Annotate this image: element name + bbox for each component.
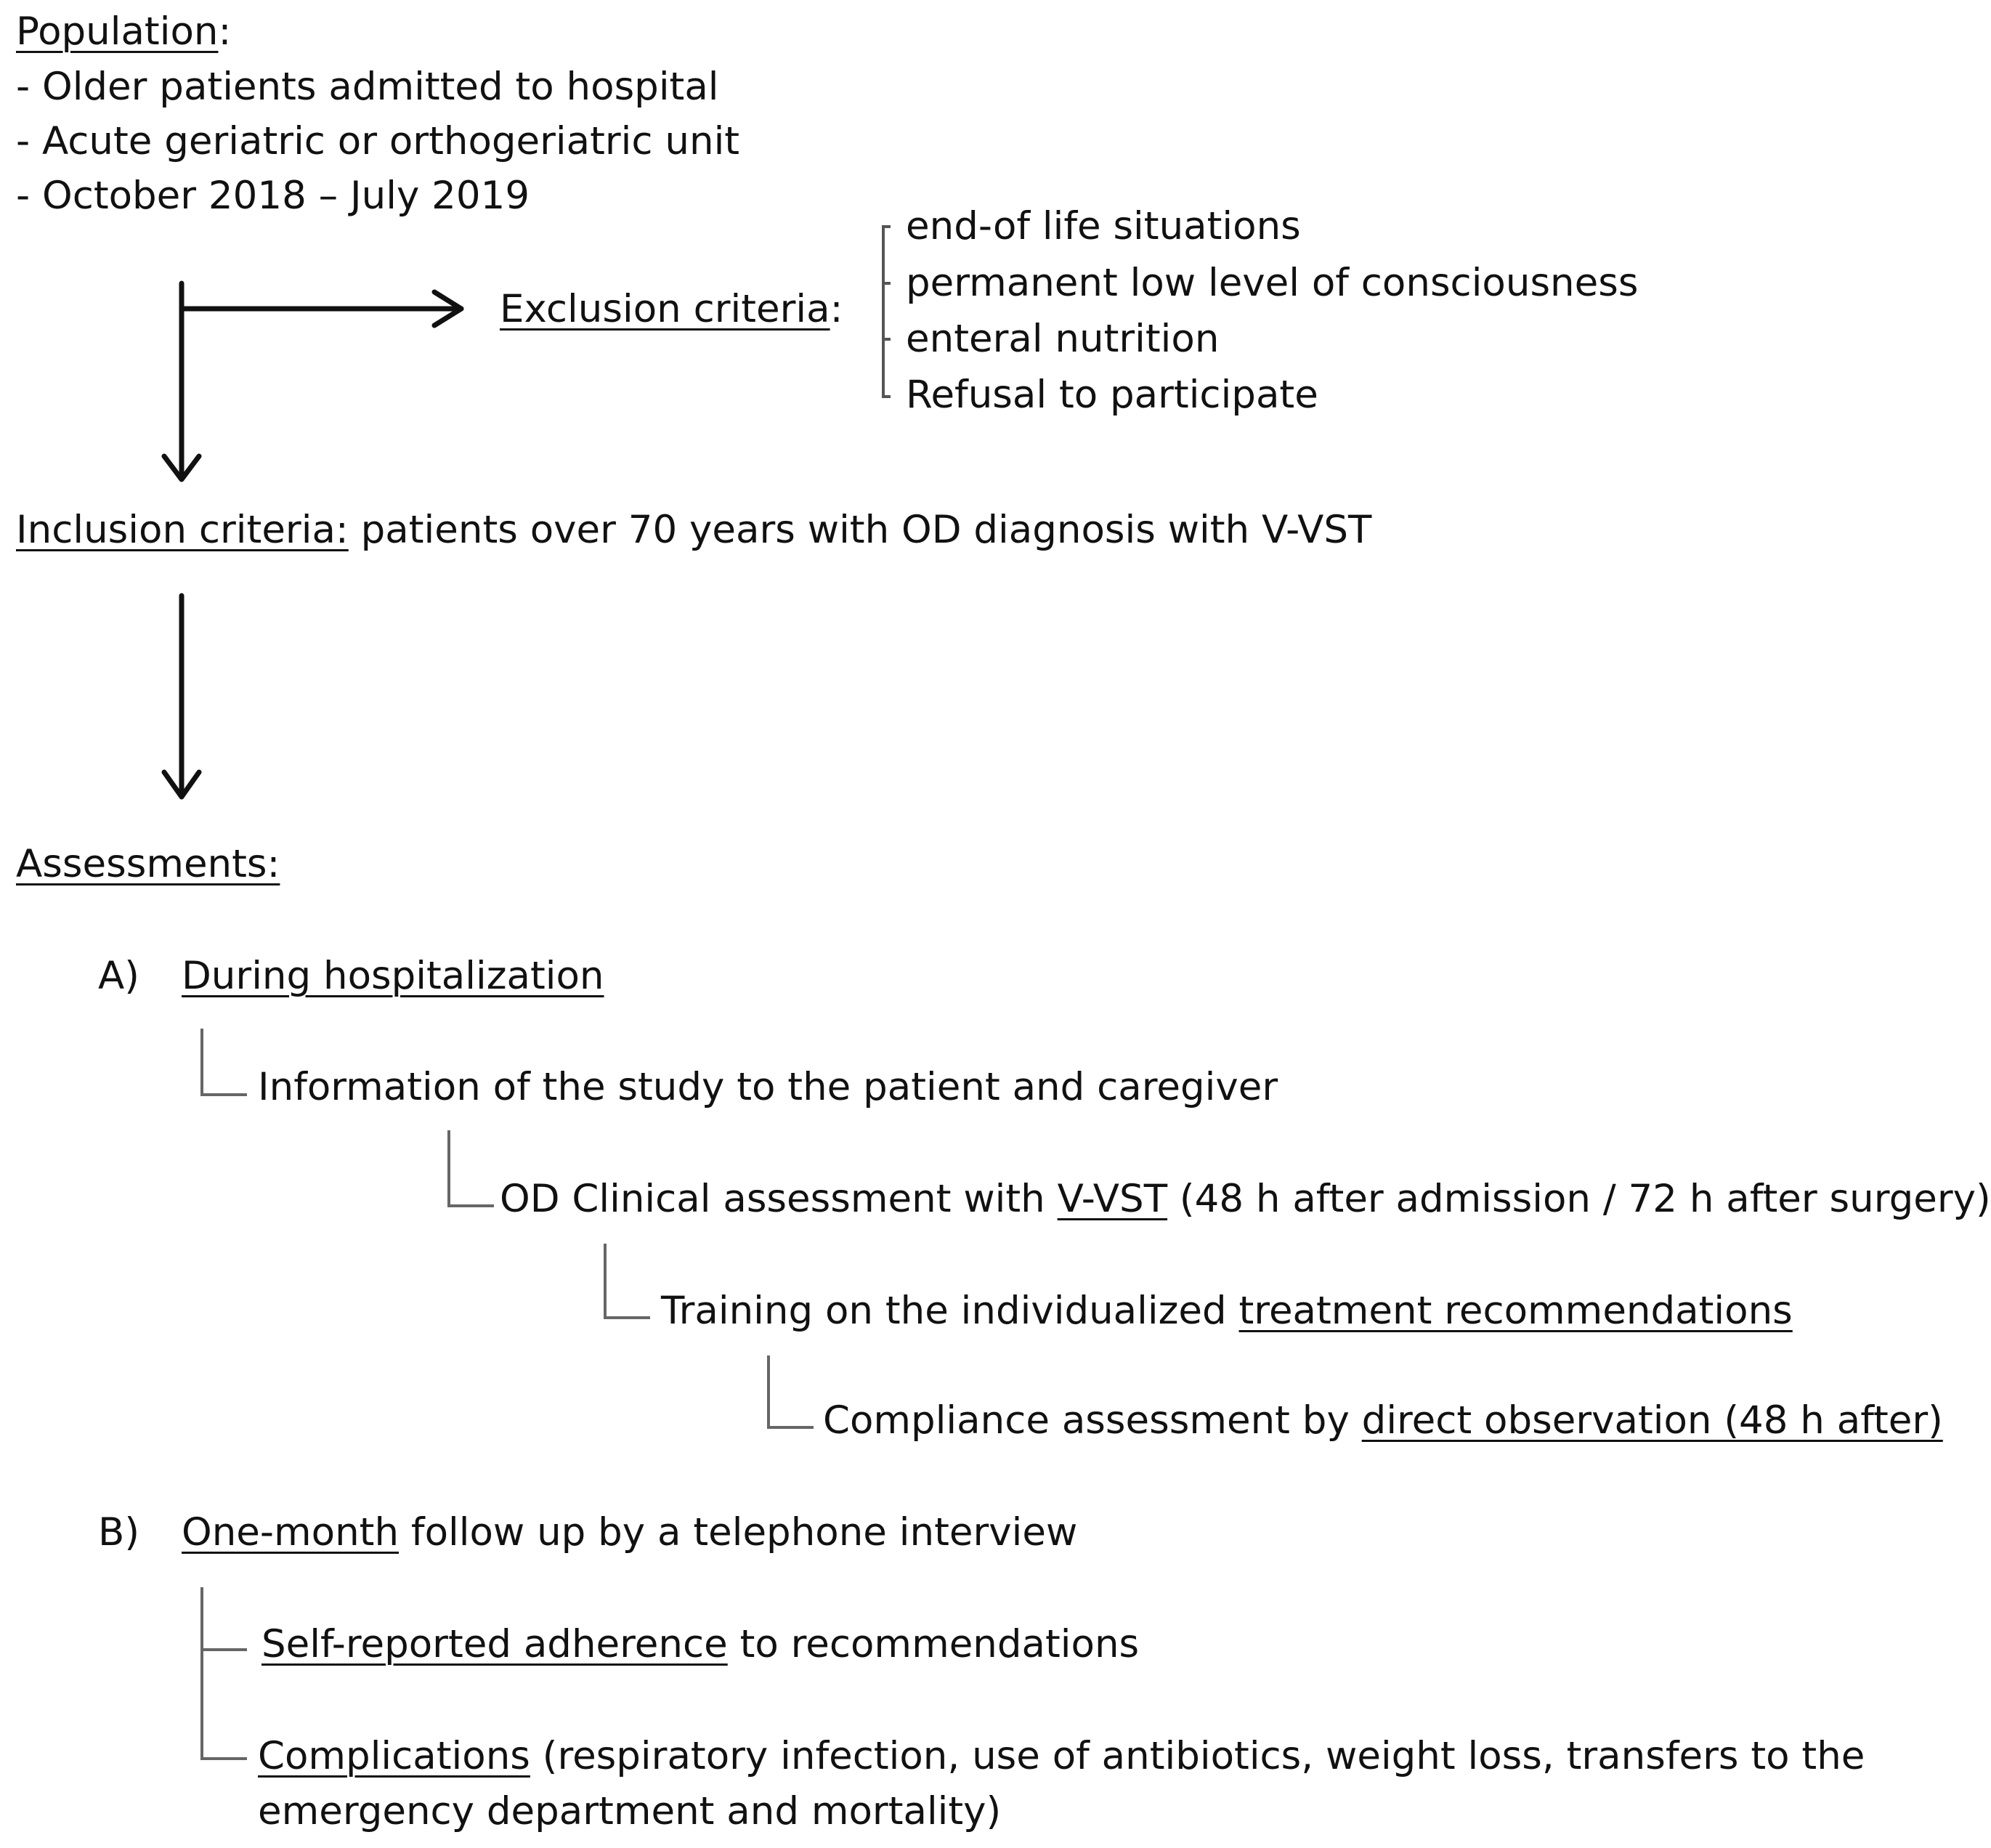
direct-observation-label: direct observation (48 h after) — [1361, 1398, 1943, 1443]
treatment-recommendations-label: treatment recommendations — [1238, 1289, 1793, 1333]
clinical-assessment-step: OD Clinical assessment with V-VST (48 h … — [500, 1176, 1991, 1223]
clinical-assessment-method: V-VST — [1057, 1177, 1168, 1221]
connector-lines — [161, 225, 891, 1760]
arrow-to-exclusion — [179, 289, 464, 328]
exclusion-item: end-of life situations — [906, 204, 1301, 248]
assessments-heading: Assessments: — [16, 841, 280, 888]
study-information-step: Information of the study to the patient … — [258, 1065, 1278, 1109]
training-prefix: Training on the individualized — [661, 1289, 1239, 1333]
adherence-step: Self-reported adherence to recommendatio… — [261, 1621, 1139, 1668]
section-a-marker: A) — [98, 954, 139, 998]
clinical-assessment-prefix: OD Clinical assessment with — [500, 1177, 1058, 1221]
inclusion-text: patients over 70 years with OD diagnosis… — [348, 508, 1372, 552]
complications-label: Complications — [258, 1734, 530, 1778]
compliance-prefix: Compliance assessment by — [823, 1398, 1362, 1443]
complications-step: Complications (respiratory infection, us… — [258, 1733, 1865, 1780]
exclusion-bracket — [882, 225, 891, 398]
population-label: Population — [16, 9, 219, 54]
assessments-label: Assessments: — [16, 842, 280, 886]
population-item: - Acute geriatric or orthogeriatric unit — [16, 119, 740, 163]
followup-tree-lines — [200, 1587, 247, 1760]
exclusion-heading: Exclusion criteria: — [500, 286, 843, 333]
clinical-assessment-timing: (48 h after admission / 72 h after surge… — [1167, 1177, 1991, 1221]
section-a-title: During hospitalization — [182, 953, 604, 1000]
exclusion-item: enteral nutrition — [906, 317, 1220, 361]
complications-description-line-2: emergency department and mortality) — [258, 1789, 1002, 1833]
population-item: - Older patients admitted to hospital — [16, 65, 719, 109]
section-b-marker: B) — [98, 1510, 140, 1555]
exclusion-item: permanent low level of consciousness — [906, 261, 1639, 305]
compliance-step: Compliance assessment by direct observat… — [823, 1398, 1943, 1444]
arrow-to-assessments — [161, 593, 202, 800]
inclusion-criteria: Inclusion criteria: patients over 70 yea… — [16, 507, 1371, 554]
one-month-label: One-month — [182, 1510, 400, 1555]
complications-description: (respiratory infection, use of antibioti… — [530, 1734, 1865, 1778]
exclusion-colon: : — [830, 287, 843, 331]
training-step: Training on the individualized treatment… — [661, 1288, 1793, 1334]
population-item: - October 2018 – July 2019 — [16, 174, 530, 218]
exclusion-label: Exclusion criteria — [500, 287, 830, 331]
followup-description: follow up by a telephone interview — [399, 1510, 1078, 1555]
exclusion-item: Refusal to participate — [906, 373, 1318, 417]
self-reported-adherence-label: Self-reported adherence — [261, 1622, 728, 1666]
population-heading: Population: — [16, 9, 231, 55]
population-colon: : — [218, 9, 232, 54]
hospitalization-tree-lines — [200, 1029, 814, 1429]
during-hospitalization-label: During hospitalization — [182, 954, 604, 998]
arrow-to-inclusion — [161, 280, 202, 482]
adherence-description: to recommendations — [727, 1622, 1140, 1666]
study-flow-diagram: Population: - Older patients admitted to… — [16, 9, 1991, 1833]
inclusion-label: Inclusion criteria: — [16, 508, 349, 552]
section-b-title: One-month follow up by a telephone inter… — [182, 1509, 1077, 1556]
